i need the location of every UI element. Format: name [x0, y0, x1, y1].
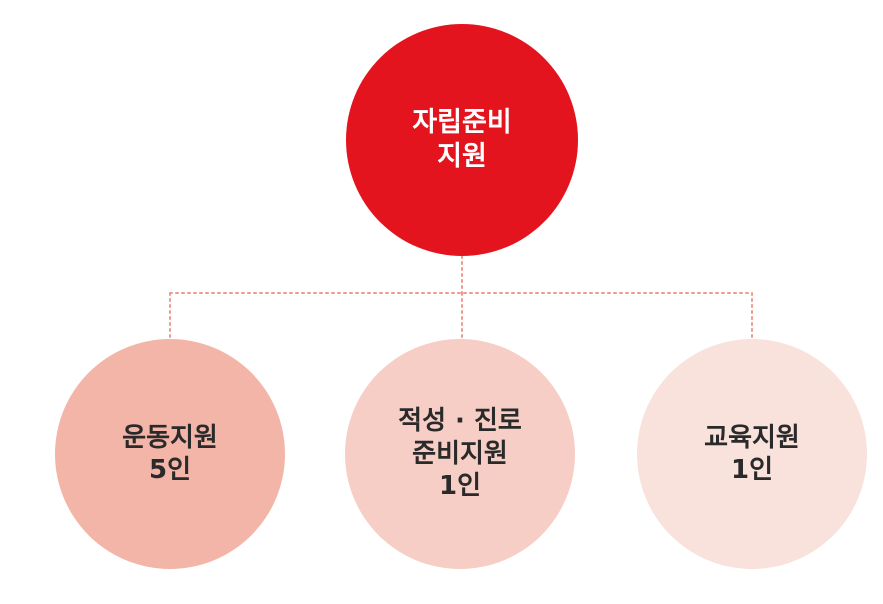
- child-1-label-line-2: 5인: [148, 455, 191, 485]
- child-2-label-line-2: 준비지원: [412, 438, 508, 469]
- child-2-label-line-3: 1인: [438, 471, 481, 502]
- child-3-label-line-2: 1인: [730, 455, 773, 485]
- child-node-career-support: 적성 · 진로 준비지원 1인: [345, 339, 575, 569]
- child-node-education-support: 교육지원 1인: [637, 339, 867, 569]
- child-node-exercise-support: 운동지원 5인: [55, 339, 285, 569]
- child-3-label-line-1: 교육지원: [704, 422, 800, 453]
- root-label-line-2: 지원: [437, 141, 487, 172]
- child-1-label-line-1: 운동지원: [122, 422, 218, 453]
- child-2-label-line-1: 적성 · 진로: [398, 406, 522, 437]
- root-node: 자립준비 지원: [346, 24, 578, 256]
- root-label-line-1: 자립준비: [412, 107, 512, 139]
